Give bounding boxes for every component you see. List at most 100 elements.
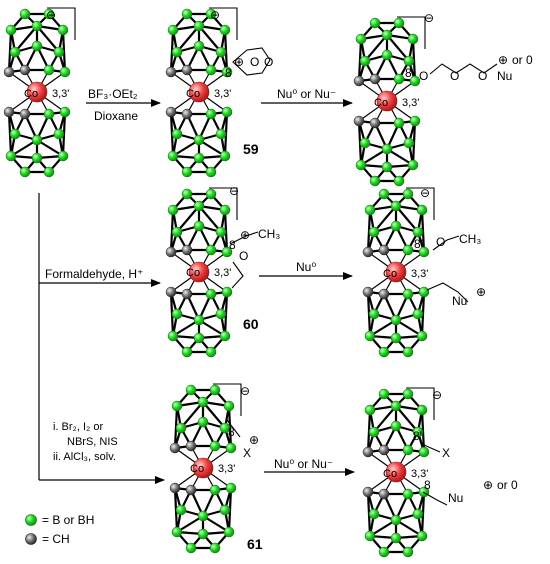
svg-text:3,3': 3,3' <box>214 267 231 279</box>
carbon-atom <box>19 108 31 120</box>
svg-text:3,3': 3,3' <box>402 97 419 109</box>
boron-atom <box>43 108 55 120</box>
boron-atom <box>378 188 390 200</box>
boron-atom <box>185 384 197 396</box>
carbon-atom <box>3 106 15 118</box>
svg-text:Nu: Nu <box>448 491 463 505</box>
reagent-formaldehyde: Formaldehyde, H⁺ <box>45 267 143 281</box>
boron-atom <box>390 532 402 544</box>
boron-atom <box>171 308 183 320</box>
svg-text:CH₃: CH₃ <box>459 232 481 246</box>
boron-atom <box>402 388 414 400</box>
carbon-atom <box>362 486 374 498</box>
reagent-halogen-1: i. Br₂, I₂ or <box>53 421 103 433</box>
carbon-atom <box>369 117 381 129</box>
cage-bond <box>364 34 388 62</box>
nucleophile-label-c: Nu⁰ or Nu⁻ <box>274 457 333 471</box>
boron-atom <box>19 166 31 178</box>
cobalt-labels: Co 3,3' Co 3,3' Co 3,3' Co 3,3' Co 3,3' … <box>24 88 428 480</box>
boron-atom <box>390 514 402 526</box>
boron-atom <box>193 200 205 212</box>
svg-text:O: O <box>239 249 248 263</box>
legend-boron-swatch <box>25 514 37 526</box>
boron-atom <box>219 150 231 162</box>
boron-atom <box>368 508 380 520</box>
boron-atom <box>171 128 183 140</box>
boron-atom <box>197 528 209 540</box>
carbon-atom <box>185 484 197 496</box>
svg-text:8: 8 <box>225 66 232 80</box>
boron-atom <box>403 55 415 67</box>
svg-text:Co: Co <box>186 267 200 279</box>
substituent-labels: 8 ⊕ O O ⊖ ⊖ 8 O O O Nu ⊕ or 0 ⊖ 8 ⊕ O CH… <box>46 8 533 505</box>
carbon-atom <box>369 73 381 85</box>
svg-text:⊖: ⊖ <box>420 186 430 200</box>
cage-bond <box>373 205 397 233</box>
cobalt-atom <box>385 461 407 483</box>
boron-atom <box>9 46 21 58</box>
boron-atom <box>31 134 43 146</box>
cage-bond <box>36 25 60 53</box>
svg-text:3,3': 3,3' <box>411 268 428 280</box>
boron-atom <box>171 46 183 58</box>
boron-atom <box>197 510 209 522</box>
compound-59-structure <box>165 7 238 178</box>
boron-atom <box>43 64 55 76</box>
boron-atom <box>393 73 405 85</box>
substituents <box>226 47 498 506</box>
boron-atom <box>393 175 405 187</box>
boron-atom <box>378 346 390 358</box>
boron-atom <box>359 137 371 149</box>
boron-atom <box>181 166 193 178</box>
charge-bracket <box>47 7 76 40</box>
boron-atom <box>193 152 205 164</box>
boron-atom <box>31 152 43 164</box>
boron-atom <box>205 64 217 76</box>
boron-atom <box>412 308 424 320</box>
charge-bracket <box>406 187 435 220</box>
svg-text:Co: Co <box>383 468 397 480</box>
boron-atom <box>409 75 421 87</box>
boron-atom <box>219 422 231 434</box>
cobaltabisdicarbollide-start <box>3 7 76 178</box>
boron-atom <box>215 46 227 58</box>
boron-atom <box>390 420 402 432</box>
ring-opened-product-structure <box>353 16 426 187</box>
carbon-atom <box>165 246 177 258</box>
charge-bracket <box>213 383 242 416</box>
boron-atom <box>402 444 414 456</box>
svg-text:3,3': 3,3' <box>218 463 235 475</box>
boron-atom <box>219 24 231 36</box>
cage-bond <box>198 25 222 53</box>
boron-atom <box>225 482 237 494</box>
boron-atom <box>416 204 428 216</box>
boron-atom <box>205 288 217 300</box>
boron-atom <box>5 24 17 36</box>
boron-atom <box>364 330 376 342</box>
carbon-atom <box>181 64 193 76</box>
boron-atom <box>407 33 419 45</box>
svg-text:O: O <box>264 55 273 69</box>
cage-bond <box>176 25 200 53</box>
carbon-atom <box>353 75 365 87</box>
svg-text:⊕: ⊕ <box>249 433 259 447</box>
svg-text:⊖: ⊖ <box>424 11 434 25</box>
boron-atom <box>393 17 405 29</box>
reagent-dioxane: Dioxane <box>94 109 138 123</box>
boron-atom <box>409 115 421 127</box>
carbon-atom <box>378 488 390 500</box>
boron-atom <box>364 404 376 416</box>
boron-atom <box>167 330 179 342</box>
carbon-atom <box>169 442 181 454</box>
svg-text:3,3': 3,3' <box>214 88 231 100</box>
svg-text:X: X <box>243 446 251 460</box>
boron-atom <box>412 426 424 438</box>
carbon-atom <box>165 106 177 118</box>
boron-atom <box>171 226 183 238</box>
cage-bond <box>373 405 397 433</box>
svg-text:⊖: ⊖ <box>210 8 220 22</box>
boron-atom <box>43 8 55 20</box>
legend-boron-text: = B or BH <box>42 513 94 527</box>
svg-text:Co: Co <box>374 97 388 109</box>
svg-text:⊖: ⊖ <box>46 8 56 22</box>
